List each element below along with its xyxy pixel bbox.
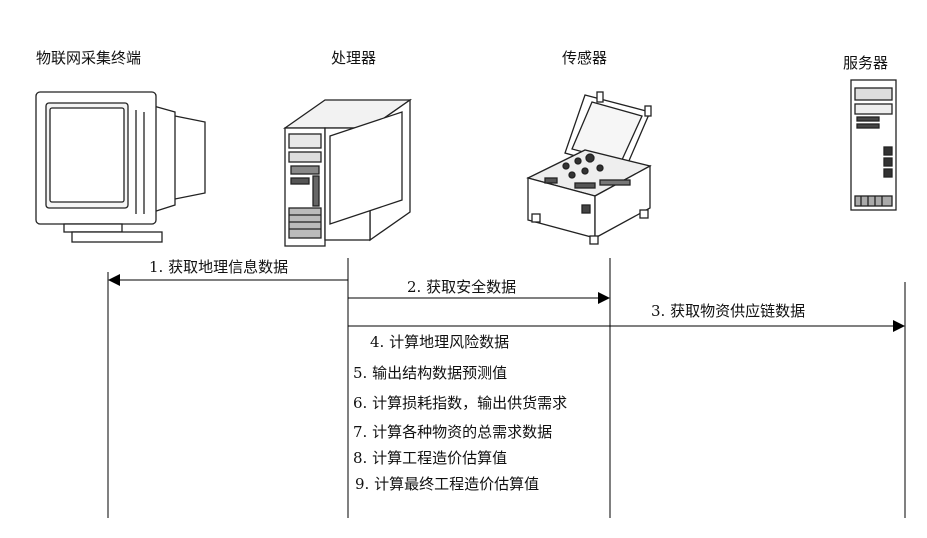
message-8-label: 8. 计算工程造价估算值 [353,447,507,468]
message-7-label: 7. 计算各种物资的总需求数据 [353,421,552,442]
message-6-label: 6. 计算损耗指数，输出供货需求 [353,392,567,413]
message-1-label: 1. 获取地理信息数据 [149,256,288,277]
crt-monitor-icon [36,92,205,242]
message-3-label: 3. 获取物资供应链数据 [651,300,805,321]
pc-tower-icon [285,100,410,249]
message-5-label: 5. 输出结构数据预测值 [353,362,507,383]
sensor-case-icon [528,92,651,244]
message-4-label: 4. 计算地理风险数据 [370,331,509,352]
server-tower-icon [851,80,896,210]
message-9-label: 9. 计算最终工程造价估算值 [355,473,539,494]
message-2-label: 2. 获取安全数据 [407,276,516,297]
